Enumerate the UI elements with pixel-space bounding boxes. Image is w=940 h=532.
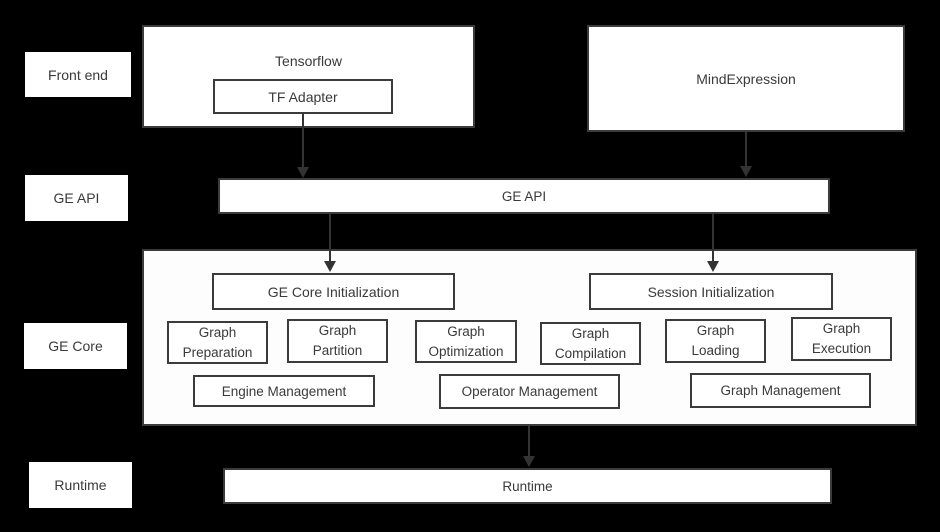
arrow-down-icon xyxy=(740,166,752,177)
layer-label-front-end: Front end xyxy=(25,52,131,97)
graph-compilation-box: Graph Compilation xyxy=(540,322,641,365)
graph-management-box: Graph Management xyxy=(690,373,871,408)
tf-adapter-box: TF Adapter xyxy=(213,79,393,114)
graph-execution-box: Graph Execution xyxy=(791,317,892,361)
engine-management-box: Engine Management xyxy=(193,375,375,407)
runtime-bar: Runtime xyxy=(223,468,832,504)
layer-label-runtime: Runtime xyxy=(29,462,132,508)
arrow-down-icon xyxy=(707,261,719,272)
arrow-down-icon xyxy=(324,261,336,272)
graph-partition-box: Graph Partition xyxy=(287,319,388,363)
graph-preparation-box: Graph Preparation xyxy=(167,321,268,364)
session-initialization-box: Session Initialization xyxy=(589,273,833,310)
tensorflow-label: Tensorflow xyxy=(275,53,342,69)
ge-api-bar: GE API xyxy=(218,178,830,214)
ge-core-initialization-box: GE Core Initialization xyxy=(212,273,455,310)
layer-label-ge-core: GE Core xyxy=(24,323,127,369)
mindexpression-box: MindExpression xyxy=(587,25,905,132)
operator-management-box: Operator Management xyxy=(439,374,620,409)
layer-label-ge-api: GE API xyxy=(25,175,128,221)
arrow-down-icon xyxy=(297,167,309,178)
graph-optimization-box: Graph Optimization xyxy=(415,320,517,363)
arrow-down-icon xyxy=(523,456,535,467)
graph-loading-box: Graph Loading xyxy=(665,319,766,363)
